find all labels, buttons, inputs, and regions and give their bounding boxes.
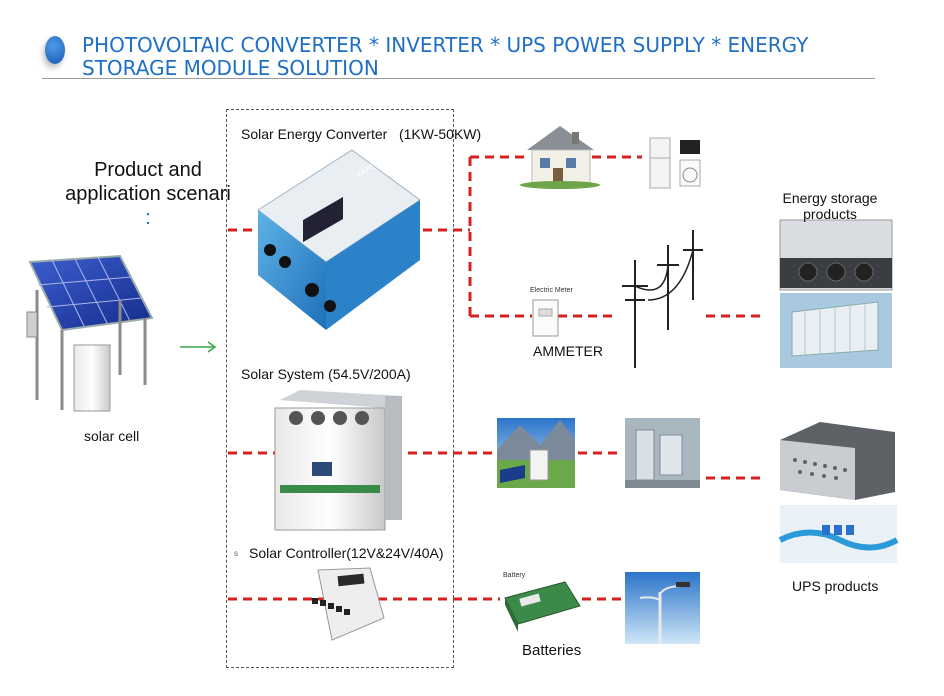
flow-arrow-icon xyxy=(180,341,217,353)
ups-rack-icon xyxy=(780,422,895,500)
title-divider xyxy=(42,78,875,79)
solar-energy-converter-icon: VAPEL xyxy=(257,149,421,330)
title-bullet-icon xyxy=(45,36,65,64)
batteries-label: Batteries xyxy=(522,642,582,659)
appliances-icon xyxy=(649,137,701,189)
ups-label: UPS products xyxy=(792,578,879,594)
equipment-room-icon xyxy=(625,418,700,488)
page-title: PHOTOVOLTAIC CONVERTER * INVERTER * UPS … xyxy=(82,33,809,80)
system-label: Solar System (54.5V/200A) xyxy=(241,366,411,382)
electric-meter-icon: Electric Meter xyxy=(530,287,573,337)
converter-label: Solar Energy Converter (1KW-50KW) xyxy=(241,126,482,142)
meter-text: Electric Meter xyxy=(530,287,573,294)
solar-cell-label: solar cell xyxy=(84,428,140,444)
ammeter-label: AMMETER xyxy=(533,343,603,359)
solar-system-rack-icon xyxy=(274,390,402,531)
controller-label: Solar Controller(12V&24V/40A) xyxy=(249,545,444,561)
scenario-heading: Product and application scenari : xyxy=(48,158,248,230)
ups-scene-icon xyxy=(778,505,899,563)
scenario-label: Product and application scenari xyxy=(65,159,231,205)
solar-cell-icon xyxy=(26,254,154,412)
battery-text: Battery xyxy=(503,572,526,579)
power-pylon-icon xyxy=(622,230,703,368)
product-group-box xyxy=(226,109,454,668)
energy-storage-label: Energy storage products xyxy=(782,190,878,222)
energy-storage-rack-icon xyxy=(779,219,893,291)
battery-icon: Battery xyxy=(503,572,581,632)
house-icon xyxy=(520,126,600,189)
solar-controller-icon xyxy=(312,567,385,641)
solar-farm-scene-icon xyxy=(497,418,575,488)
street-light-icon xyxy=(625,572,700,644)
scenario-colon: : xyxy=(145,207,151,229)
energy-storage-container-icon xyxy=(780,293,892,368)
controller-prefix: s xyxy=(234,549,238,558)
